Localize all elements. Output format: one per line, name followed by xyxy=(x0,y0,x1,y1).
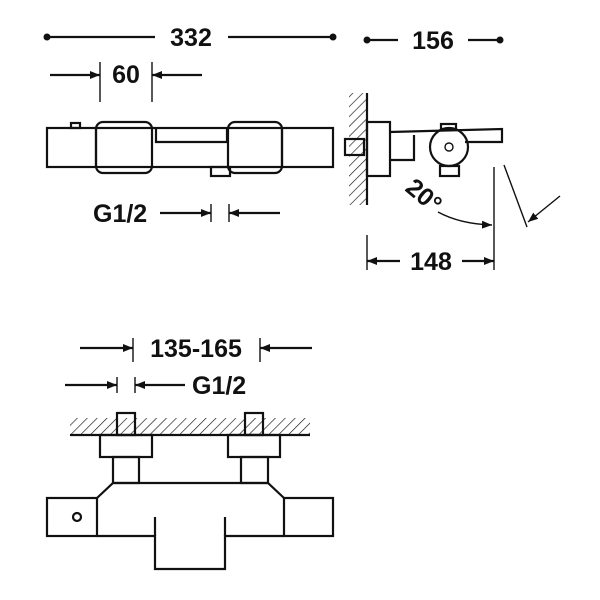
dim-inlet-thread: G1/2 xyxy=(65,372,246,400)
dim-label-332: 332 xyxy=(170,24,212,52)
side-view-mixer: 20° xyxy=(343,93,561,270)
dim-label-135-165: 135-165 xyxy=(150,335,242,363)
front-view-mixer xyxy=(45,120,335,178)
dim-label-angle: 20° xyxy=(400,173,447,219)
dim-label-inlet-g12: G1/2 xyxy=(192,372,246,400)
plan-view-mixer xyxy=(45,411,335,571)
dim-outlet-thread: G1/2 xyxy=(93,200,280,228)
dim-overall-width: 332 xyxy=(43,24,337,52)
dim-label-156: 156 xyxy=(412,27,454,55)
dim-knob-offset: 60 xyxy=(50,61,202,102)
dim-depth: 156 xyxy=(363,27,504,55)
dim-label-60: 60 xyxy=(112,61,140,89)
dim-label-outlet-g12: G1/2 xyxy=(93,200,147,228)
dim-inlet-centers: 135-165 xyxy=(80,335,312,363)
dim-spout-projection: 148 xyxy=(366,235,494,276)
dim-label-148: 148 xyxy=(410,248,452,276)
